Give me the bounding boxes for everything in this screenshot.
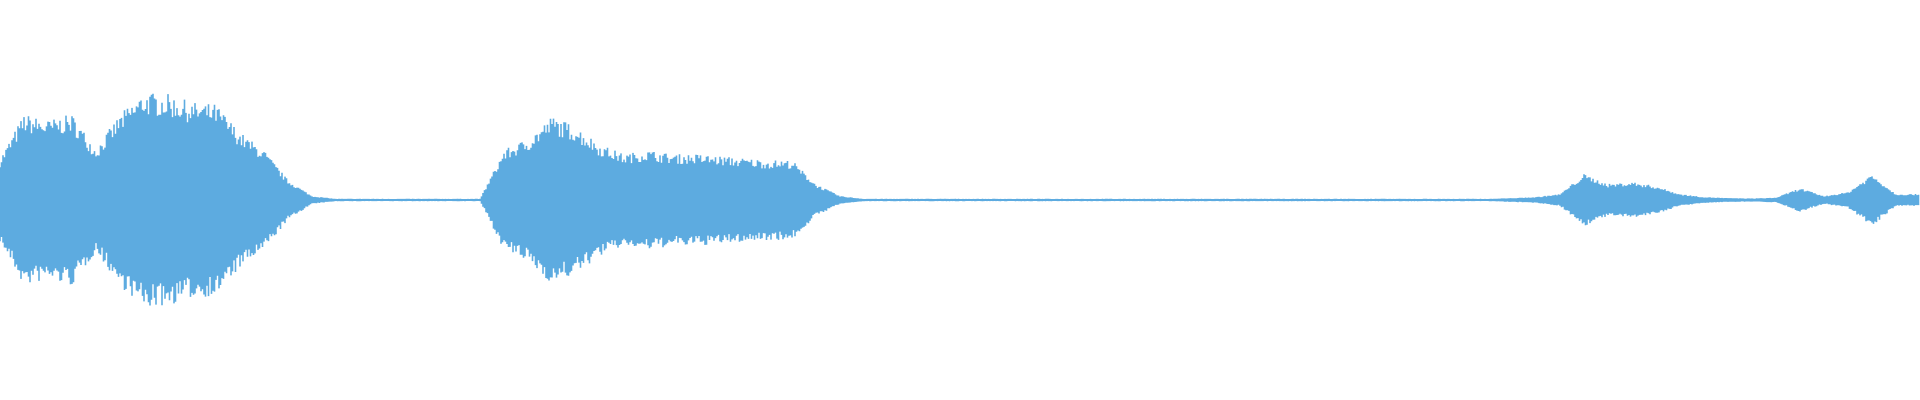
waveform-path [0,93,1920,306]
